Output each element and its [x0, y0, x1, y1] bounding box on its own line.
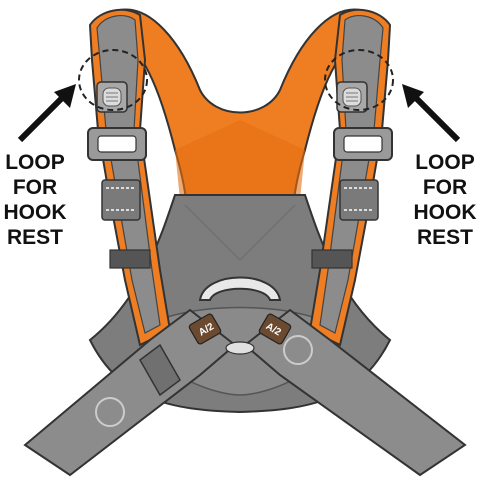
hook-rest-loop-left — [78, 49, 148, 113]
callout-right-line-4: REST — [416, 226, 473, 249]
back-pad — [118, 8, 362, 251]
callout-left: LOOP FOR HOOK REST — [0, 150, 70, 250]
attachment-tags: A/2 A/2 — [188, 313, 292, 345]
callout-right-line-2: FOR — [422, 176, 468, 199]
hook-rest-loop-right — [324, 49, 394, 113]
callout-right: LOOP FOR HOOK REST — [410, 150, 480, 250]
callout-right-line-3: HOOK — [413, 201, 477, 224]
callout-right-line-1: LOOP — [415, 151, 475, 174]
strap-adjusters — [101, 179, 379, 269]
callout-left-line-4: REST — [6, 226, 63, 249]
callout-left-line-2: FOR — [12, 176, 58, 199]
arrow-icon-right — [402, 84, 461, 143]
d-ring-icon — [198, 276, 282, 301]
arrow-icon-left — [17, 84, 76, 143]
callout-left-line-3: HOOK — [3, 201, 67, 224]
buckle-icon — [87, 127, 393, 161]
callout-left-line-1: LOOP — [5, 151, 65, 174]
chest-straps — [23, 308, 467, 477]
